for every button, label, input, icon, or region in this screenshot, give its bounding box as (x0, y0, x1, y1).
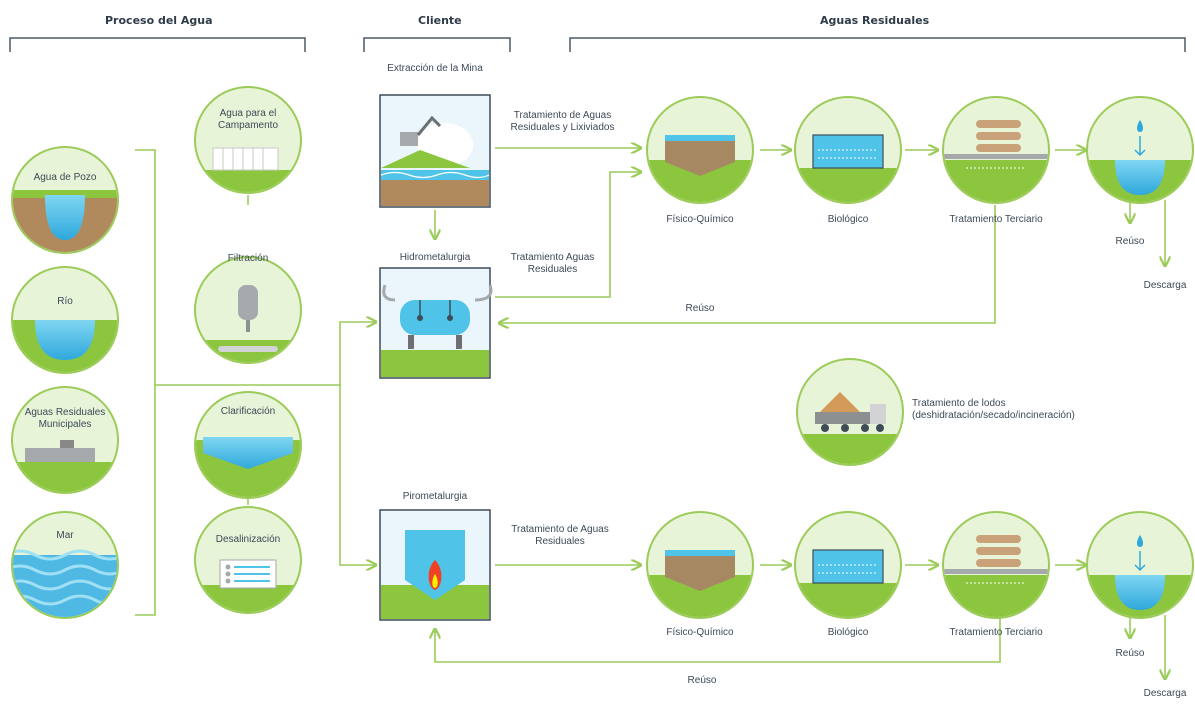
lodos-icon (796, 358, 904, 466)
terciario-top-icon (942, 96, 1050, 204)
source-pozo-icon (11, 146, 119, 254)
stage-label-ter-bottom: Tratamiento Terciario (949, 627, 1043, 638)
flow-label-lixiviados: Tratamiento de Aguas Residuales y Lixivi… (510, 110, 615, 133)
stage-label-fq-top: Físico-Químico (666, 214, 734, 225)
source-label-pozo: Agua de Pozo (33, 172, 97, 183)
desalinizacion-icon (194, 506, 302, 614)
source-label-mar: Mar (56, 530, 74, 541)
biologico-top-icon (794, 96, 902, 204)
outlet-descarga-top: Descarga (1143, 280, 1187, 291)
lodos-label: Tratamiento de lodos (deshidratación/sec… (912, 398, 1075, 421)
outlet-reuso-bottom: Reúso (1115, 648, 1145, 659)
pirometalurgia-box (379, 509, 491, 621)
outlet-descarga-bottom: Descarga (1143, 688, 1187, 699)
descarga-top-icon (1086, 96, 1194, 204)
treatment-label-filtracion: Filtración (227, 253, 269, 264)
section-title-cliente: Cliente (418, 14, 462, 27)
stage-label-bio-top: Biológico (827, 214, 869, 225)
source-label-rio: Río (57, 296, 73, 307)
source-rio-icon (11, 266, 119, 374)
client-label-mina: Extracción de la Mina (387, 63, 483, 74)
flow-label-reuso-bottom: Reúso (687, 675, 717, 686)
biologico-bottom-icon (794, 511, 902, 619)
section-title-residuales: Aguas Residuales (820, 14, 930, 27)
fisico-quimico-bottom-icon (646, 511, 754, 619)
descarga-bottom-icon (1086, 511, 1194, 619)
fisico-quimico-top-icon (646, 96, 754, 204)
client-label-hidro: Hidrometalurgia (399, 252, 471, 263)
stage-label-fq-bottom: Físico-Químico (666, 627, 734, 638)
bracket-residuales (569, 37, 1186, 52)
stage-label-bio-bottom: Biológico (827, 627, 869, 638)
flow-label-piro: Tratamiento de Aguas Residuales (511, 524, 609, 547)
section-title-proceso: Proceso del Agua (105, 14, 213, 27)
connector-lines (135, 148, 1165, 678)
campamento-icon (194, 86, 302, 194)
bracket-proceso (9, 37, 306, 52)
source-label-municipales: Aguas Residuales Municipales (24, 407, 106, 430)
flow-label-hidro: Tratamiento Aguas Residuales (510, 252, 595, 275)
treatment-label-campamento: Agua para el Campamento (217, 108, 279, 131)
flow-label-reuso-top: Reúso (685, 303, 715, 314)
terciario-bottom-icon (942, 511, 1050, 619)
bracket-cliente (363, 37, 511, 52)
hidrometalurgia-box (379, 267, 493, 379)
client-label-piro: Pirometalurgia (402, 491, 468, 502)
source-mar-icon (11, 511, 119, 619)
source-municipales-icon (11, 386, 119, 494)
treatment-label-desalinizacion: Desalinización (215, 534, 281, 545)
stage-label-ter-top: Tratamiento Terciario (949, 214, 1043, 225)
filtracion-icon (194, 256, 302, 364)
treatment-label-clarificacion: Clarificación (220, 406, 276, 417)
mina-box (379, 94, 491, 208)
outlet-reuso-top: Reúso (1115, 236, 1145, 247)
